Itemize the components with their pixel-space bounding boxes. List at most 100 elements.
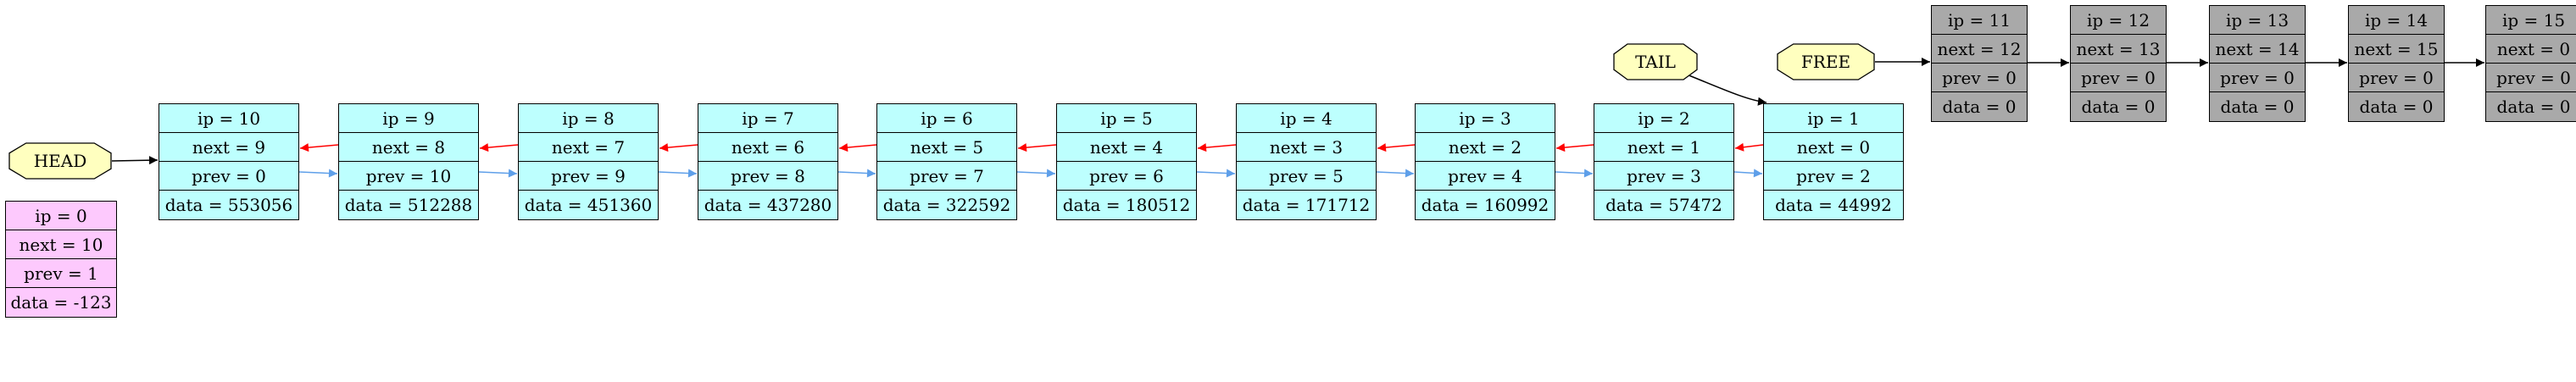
node-next-field: next = 6 bbox=[698, 133, 837, 162]
node-next-field: next = 14 bbox=[2210, 35, 2305, 64]
node-prev-field: prev = 0 bbox=[159, 162, 298, 191]
node-prev-field: prev = 3 bbox=[1594, 162, 1733, 191]
node-data-field: data = 451360 bbox=[524, 195, 653, 215]
tail-label-text: TAIL bbox=[1635, 52, 1676, 72]
node-next-field: next = 13 bbox=[2071, 35, 2166, 64]
node-prev-field: prev = 1 bbox=[6, 259, 116, 288]
node-data-field: data = 44992 bbox=[1775, 195, 1892, 215]
node-ip-field: ip = 0 bbox=[6, 202, 116, 230]
next-pointer-arrow bbox=[838, 143, 877, 152]
node-prev-field: prev = 0 bbox=[2486, 64, 2576, 92]
node-next-field: next = 7 bbox=[519, 133, 658, 162]
node-data-field: data = 0 bbox=[2359, 97, 2434, 117]
node-data-field: data = 57472 bbox=[1605, 195, 1722, 215]
free-label-text: FREE bbox=[1800, 52, 1851, 72]
node-ip-field: ip = 7 bbox=[698, 104, 837, 133]
node-data-field: data = 160992 bbox=[1421, 195, 1549, 215]
node-ip-field: ip = 14 bbox=[2349, 6, 2444, 35]
node-prev-field: prev = 0 bbox=[2210, 64, 2305, 92]
node-data-field: data = 180512 bbox=[1062, 195, 1191, 215]
next-pointer-arrow bbox=[299, 143, 339, 152]
node-data-field: data = 437280 bbox=[704, 195, 832, 215]
node-ip-field: ip = 15 bbox=[2486, 6, 2576, 35]
next-pointer-arrow bbox=[659, 143, 698, 152]
prev-pointer-arrow bbox=[1733, 169, 1763, 178]
head-pointer-arrow bbox=[111, 156, 159, 165]
node-next-field: next = 9 bbox=[159, 133, 298, 162]
node-prev-field: prev = 4 bbox=[1416, 162, 1555, 191]
node-ip-field: ip = 4 bbox=[1237, 104, 1376, 133]
node-next-field: next = 2 bbox=[1416, 133, 1555, 162]
node-ip-field: ip = 11 bbox=[1932, 6, 2027, 35]
next-pointer-arrow bbox=[1734, 142, 1764, 152]
node-prev-field: prev = 0 bbox=[1932, 64, 2027, 92]
node-ip-field: ip = 2 bbox=[1594, 104, 1733, 133]
prev-pointer-arrow bbox=[837, 169, 876, 178]
node-next-field: next = 10 bbox=[6, 230, 116, 259]
node-next-field: next = 15 bbox=[2349, 35, 2444, 64]
node-next-field: next = 4 bbox=[1057, 133, 1196, 162]
node-ip-field: ip = 6 bbox=[877, 104, 1016, 133]
prev-pointer-arrow bbox=[298, 169, 338, 178]
node-ip-field: ip = 12 bbox=[2071, 6, 2166, 35]
node-next-field: next = 5 bbox=[877, 133, 1016, 162]
node-ip-field: ip = 13 bbox=[2210, 6, 2305, 35]
node-prev-field: prev = 7 bbox=[877, 162, 1016, 191]
node-ip-field: ip = 8 bbox=[519, 104, 658, 133]
node-data-field: data = 0 bbox=[1942, 97, 2017, 117]
node-prev-field: prev = 0 bbox=[2071, 64, 2166, 92]
node-prev-field: prev = 8 bbox=[698, 162, 837, 191]
node-next-field: next = 12 bbox=[1932, 35, 2027, 64]
next-pointer-arrow bbox=[1377, 143, 1416, 152]
next-pointer-arrow bbox=[1197, 143, 1237, 152]
node-data-field: data = 322592 bbox=[882, 195, 1011, 215]
head-label: HEAD bbox=[8, 142, 112, 180]
prev-pointer-arrow bbox=[658, 169, 698, 178]
tail-label: TAIL bbox=[1613, 43, 1698, 80]
node-data-field: data = 171712 bbox=[1242, 195, 1371, 215]
node-ip-field: ip = 5 bbox=[1057, 104, 1196, 133]
next-pointer-arrow bbox=[1017, 143, 1057, 152]
prev-pointer-arrow bbox=[1196, 169, 1236, 178]
prev-pointer-arrow bbox=[1376, 169, 1415, 178]
node-prev-field: prev = 6 bbox=[1057, 162, 1196, 191]
next-pointer-arrow bbox=[479, 143, 519, 152]
node-next-field: next = 1 bbox=[1594, 133, 1733, 162]
node-next-field: next = 0 bbox=[2486, 35, 2576, 64]
prev-pointer-arrow bbox=[1555, 169, 1594, 178]
node-prev-field: prev = 0 bbox=[2349, 64, 2444, 92]
node-data-field: data = 553056 bbox=[164, 195, 293, 215]
prev-pointer-arrow bbox=[478, 169, 518, 178]
node-prev-field: prev = 10 bbox=[339, 162, 478, 191]
prev-pointer-arrow bbox=[1016, 169, 1056, 178]
node-ip-field: ip = 10 bbox=[159, 104, 298, 133]
node-data-field: data = 512288 bbox=[344, 195, 473, 215]
node-data-field: data = 0 bbox=[2081, 97, 2156, 117]
node-next-field: next = 8 bbox=[339, 133, 478, 162]
next-pointer-arrow bbox=[1555, 143, 1594, 152]
tail-pointer-arrow bbox=[1686, 74, 1767, 106]
node-data-field: data = 0 bbox=[2220, 97, 2295, 117]
node-ip-field: ip = 9 bbox=[339, 104, 478, 133]
node-ip-field: ip = 3 bbox=[1416, 104, 1555, 133]
node-prev-field: prev = 9 bbox=[519, 162, 658, 191]
free-label: FREE bbox=[1777, 43, 1875, 80]
node-ip-field: ip = 1 bbox=[1764, 104, 1903, 133]
node-prev-field: prev = 2 bbox=[1764, 162, 1903, 191]
node-next-field: next = 0 bbox=[1764, 133, 1903, 162]
